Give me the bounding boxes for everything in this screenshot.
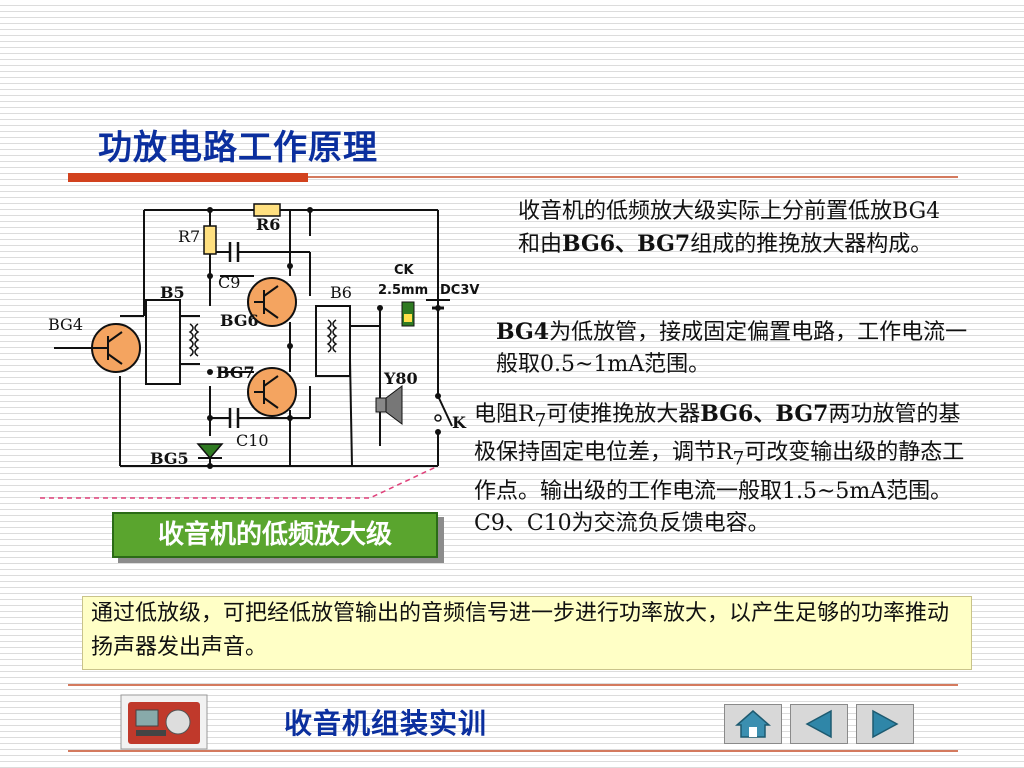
p2-bold1: BG4 (496, 319, 550, 345)
title-divider (308, 176, 958, 178)
label-r7: R7 (178, 227, 200, 246)
footer-divider-top (68, 684, 958, 686)
paragraph-bg4: BG4为低放管，接成固定偏置电路，工作电流一般取0.5~1mA范围。 (496, 316, 976, 381)
label-bg6: BG6 (220, 311, 259, 330)
p3-sub2: 7 (732, 448, 745, 470)
p3-bold1: BG6、BG7 (700, 401, 829, 427)
p3-text3: 两功放管的基极保持固定电位差，调节R (474, 402, 961, 466)
triangle-right-icon (872, 709, 899, 739)
previous-slide-button[interactable] (790, 704, 848, 744)
label-bg5: BG5 (150, 449, 189, 468)
summary-note: 通过低放级，可把经低放管输出的音频信号进一步进行功率放大，以产生足够的功率推动扬… (82, 596, 972, 670)
p3-text4: 可改变输出级的静态工作点。输出级的工作电流一般取1.5~5mA范围。C9、C10… (474, 440, 965, 536)
p3-text2: 可使推挽放大器 (546, 402, 701, 427)
label-c9: C9 (218, 273, 240, 292)
p3-sub1: 7 (534, 410, 547, 432)
slide-title: 功放电路工作原理 (98, 128, 378, 168)
title-accent-bar (68, 173, 308, 182)
p1-text1: 收音机的低频放大级实际上分前置低放BG4和由 (518, 199, 941, 257)
label-ck: CK (394, 263, 415, 278)
label-y80: Y80 (383, 369, 418, 388)
radio-kit-thumbnail (120, 694, 208, 750)
paragraph-intro: 收音机的低频放大级实际上分前置低放BG4和由BG6、BG7组成的推挽放大器构成。 (518, 196, 958, 261)
label-dc3v: DC3V (440, 283, 479, 298)
p1-bold1: BG6、BG7 (562, 231, 691, 257)
footer-title: 收音机组装实训 (284, 707, 488, 740)
label-k: K (452, 413, 467, 432)
label-bg4: BG4 (48, 315, 83, 334)
footer-divider-bottom (68, 750, 958, 752)
circuit-diagram: R6 R7 C9 C10 BG4 BG5 BG6 BG7 B5 B6 CK 2.… (40, 203, 479, 499)
label-bg7: BG7 (216, 363, 255, 382)
p2-text1: 为低放管，接成固定偏置电路，工作电流一般取0.5~1mA范围。 (496, 320, 968, 377)
label-r6: R6 (256, 215, 280, 234)
p3-text1: 电阻R (474, 402, 535, 427)
label-c10: C10 (236, 431, 269, 450)
diagram-caption: 收音机的低频放大级 (112, 512, 438, 558)
label-ck-size: 2.5mm (378, 283, 428, 298)
next-slide-button[interactable] (856, 704, 914, 744)
home-icon (735, 710, 771, 738)
label-b5: B5 (160, 283, 185, 302)
home-button[interactable] (724, 704, 782, 744)
triangle-left-icon (805, 709, 832, 739)
label-b6: B6 (330, 283, 352, 302)
paragraph-r7: 电阻R7可使推挽放大器BG6、BG7两功放管的基极保持固定电位差，调节R7可改变… (474, 398, 974, 540)
p1-text2: 组成的推挽放大器构成。 (690, 232, 933, 257)
